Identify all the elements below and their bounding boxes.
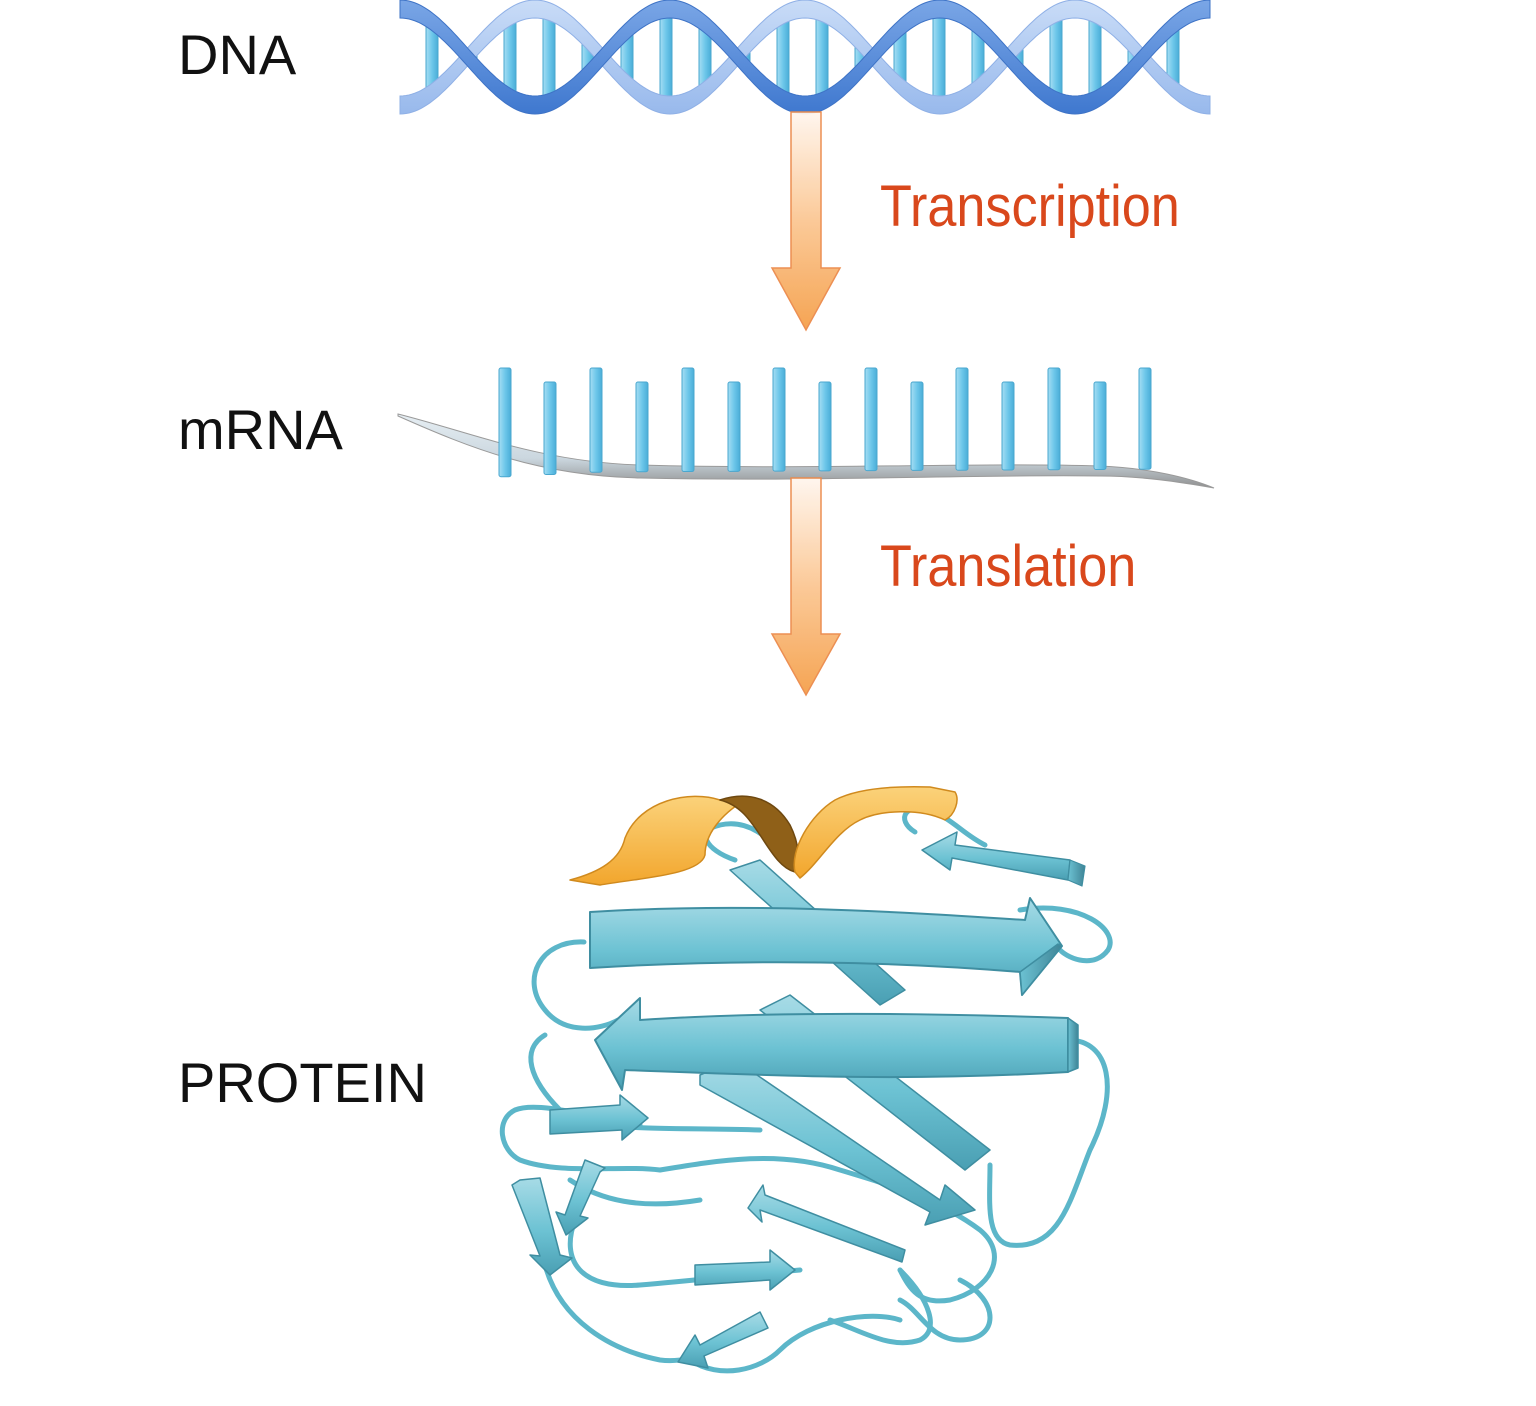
mrna-base	[772, 367, 786, 472]
protein-ribbon-icon	[499, 785, 1113, 1374]
dna-base-pair	[659, 8, 673, 106]
transcription-label: Transcription	[880, 174, 1180, 239]
mrna-base	[727, 381, 741, 472]
mrna-base	[1093, 381, 1107, 470]
protein-coils	[499, 805, 1113, 1374]
mrna-base	[818, 381, 832, 472]
mrna-base	[955, 367, 969, 471]
dna-base-pairs	[425, 8, 1180, 106]
protein-helix	[569, 785, 958, 886]
mrna-strand-icon	[397, 367, 1215, 489]
mrna-base	[681, 367, 695, 473]
dna-base-pair	[815, 12, 829, 102]
mrna-base	[543, 381, 557, 475]
protein-label: PROTEIN	[178, 1051, 427, 1114]
mrna-base	[589, 367, 603, 473]
dna-strand-light	[399, 0, 1211, 115]
mrna-base	[1001, 381, 1015, 471]
dna-strand-dark	[399, 0, 1211, 115]
mrna-base	[910, 381, 924, 471]
dna-label: DNA	[178, 23, 297, 86]
mrna-base	[1047, 367, 1061, 471]
translation-label: Translation	[880, 534, 1137, 599]
mrna-bases	[498, 367, 1152, 478]
dna-helix-icon	[399, 0, 1211, 115]
mrna-base	[1138, 367, 1152, 470]
dna-base-pair	[542, 11, 556, 103]
mrna-base	[864, 367, 878, 472]
transcription-arrow	[770, 111, 842, 332]
mrna-base	[498, 367, 512, 478]
mrna-label: mRNA	[178, 398, 343, 461]
dna-base-pair	[1049, 13, 1063, 101]
mrna-base	[635, 381, 649, 473]
dna-base-pair	[1088, 13, 1102, 101]
translation-arrow	[770, 477, 842, 697]
dna-base-pair	[776, 14, 790, 100]
dna-base-pair	[932, 8, 946, 106]
